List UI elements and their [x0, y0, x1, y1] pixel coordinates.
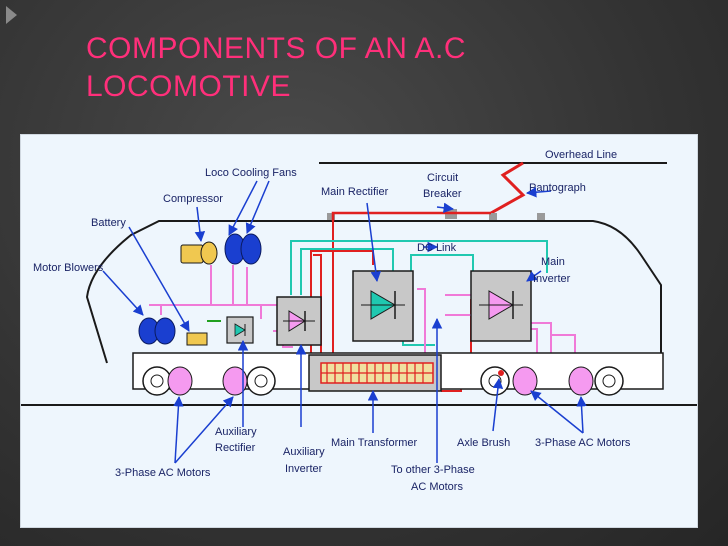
main-rectifier	[352, 270, 414, 342]
dc-link-line	[290, 240, 548, 295]
roof-insulator	[327, 213, 335, 221]
label-dc-link: DC Link	[417, 242, 457, 254]
label-3-phase-ac-motors-right: 3-Phase AC Motors	[535, 437, 631, 449]
label-auxiliary-rectifier-line-2: Rectifier	[215, 442, 256, 454]
label-arrow	[228, 180, 258, 236]
label-arrow	[128, 226, 190, 332]
label-arrow	[526, 270, 542, 282]
label-loco-cooling-fans: Loco Cooling Fans	[205, 167, 297, 179]
label-arrow	[530, 390, 584, 434]
roof-insulator	[489, 213, 497, 221]
label-battery: Battery	[91, 217, 126, 229]
loco-cooling-fan	[240, 233, 262, 265]
wheel	[602, 374, 616, 388]
label-arrow	[173, 395, 184, 464]
compressor	[180, 244, 204, 264]
label-arrow	[174, 396, 234, 464]
slide-bullet-mark	[6, 6, 17, 24]
label-circuit-breaker-line-2: Breaker	[423, 188, 462, 200]
label-to-other-line-1: To other 3-Phase	[391, 464, 475, 476]
label-auxiliary-inverter-line-1: Auxiliary	[283, 446, 325, 458]
traction-motor	[222, 366, 248, 396]
label-arrow	[194, 206, 206, 243]
label-arrow	[245, 180, 270, 234]
label-main-transformer: Main Transformer	[331, 437, 418, 449]
label-to-other-line-2: AC Motors	[411, 481, 463, 493]
wheel	[150, 374, 164, 388]
label-main-rectifier: Main Rectifier	[321, 186, 389, 198]
compressor-dome	[200, 241, 218, 265]
motor-blower	[154, 317, 176, 345]
locomotive-diagram: Overhead Line Pantograph Circuit Breaker…	[20, 134, 698, 528]
label-compressor: Compressor	[163, 193, 223, 205]
slide-title-line-1: COMPONENTS OF AN A.C	[86, 32, 467, 65]
label-3-phase-ac-motors-left: 3-Phase AC Motors	[115, 467, 211, 479]
axle-brush	[498, 370, 504, 376]
label-arrow	[576, 395, 587, 434]
roof-insulator	[537, 213, 545, 221]
locomotive-body	[85, 220, 662, 364]
label-pantograph: Pantograph	[529, 182, 586, 194]
transformer-windings	[321, 363, 433, 383]
battery	[186, 332, 208, 346]
wheel	[254, 374, 268, 388]
traction-motor	[512, 366, 538, 396]
label-arrow	[366, 202, 382, 283]
label-motor-blowers: Motor Blowers	[33, 262, 104, 274]
traction-motor	[167, 366, 193, 396]
label-arrow	[492, 377, 504, 432]
label-circuit-breaker-line-1: Circuit	[427, 172, 458, 184]
label-main-inverter-line-1: Main	[541, 256, 565, 268]
label-main-inverter-line-2: Inverter	[533, 273, 571, 285]
slide-title-line-2: LOCOMOTIVE	[86, 70, 292, 103]
aux-wire	[417, 288, 426, 357]
locomotive-diagram-svg: Overhead Line Pantograph Circuit Breaker…	[21, 149, 697, 493]
label-axle-brush: Axle Brush	[457, 437, 510, 449]
dc-link-line	[300, 248, 394, 295]
auxiliary-rectifier-diode	[234, 323, 246, 337]
label-arrow	[436, 202, 455, 214]
pantograph	[490, 161, 526, 215]
traction-motor	[568, 366, 594, 396]
label-auxiliary-rectifier-line-1: Auxiliary	[215, 426, 257, 438]
label-auxiliary-inverter-line-2: Inverter	[285, 463, 323, 475]
label-arrow	[102, 270, 144, 316]
hv-feed-line	[331, 211, 491, 221]
slide-title: COMPONENTS OF AN A.C LOCOMOTIVE	[86, 30, 686, 106]
label-overhead-line: Overhead Line	[545, 149, 617, 161]
label-arrow	[525, 186, 552, 198]
dc-link-line	[410, 254, 474, 271]
